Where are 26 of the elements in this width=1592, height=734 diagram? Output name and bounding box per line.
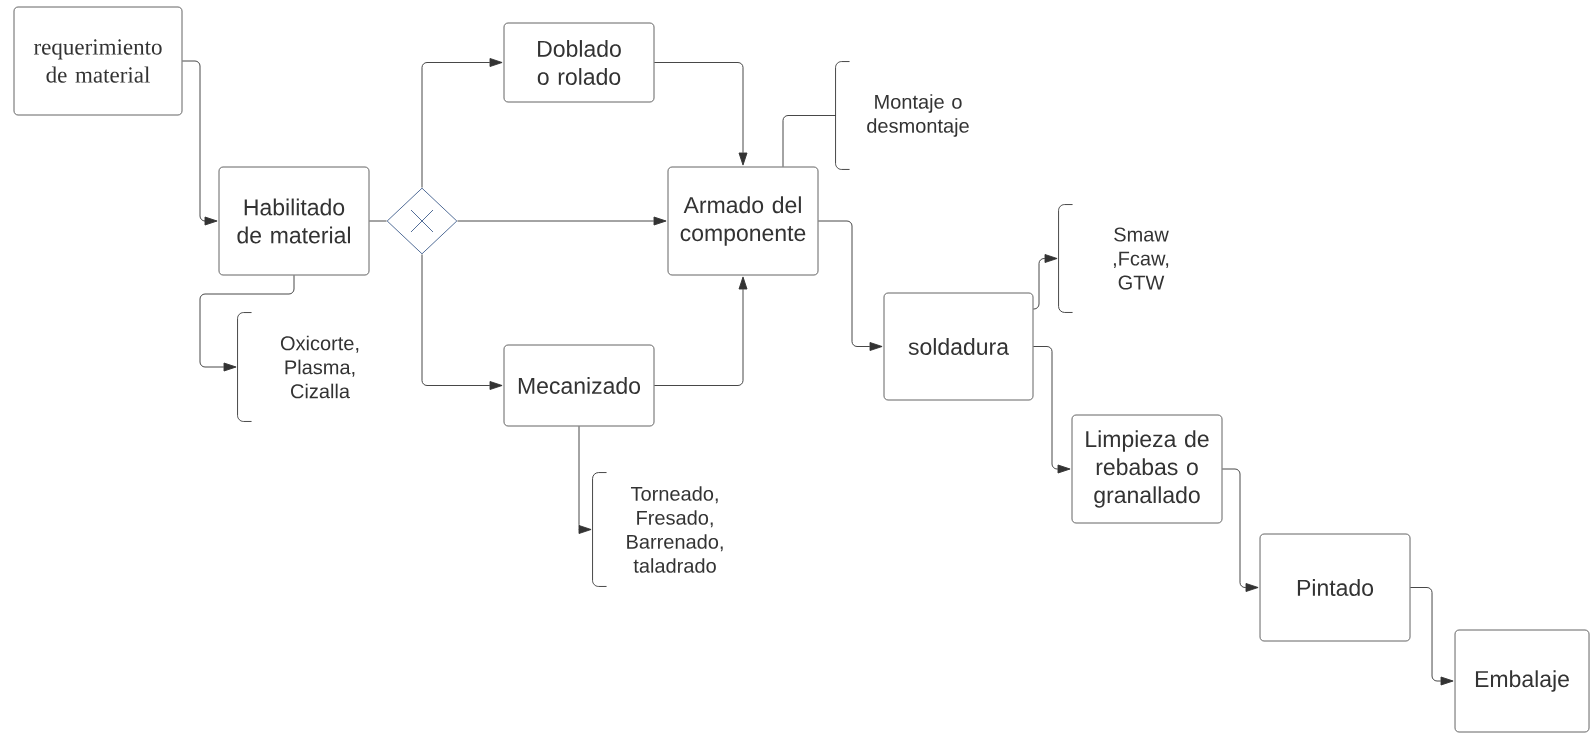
arrow — [1222, 468, 1259, 592]
arrow — [1410, 587, 1454, 686]
arrow — [421, 254, 503, 390]
annotation-bracket: Oxicorte, Plasma, Cizalla — [237, 312, 359, 422]
gateway-diamond — [386, 187, 458, 255]
process-box: Embalaje — [1454, 629, 1590, 733]
annotation-bracket: Montaje o desmontaje — [835, 61, 969, 170]
arrow — [654, 62, 748, 166]
arrow — [818, 220, 883, 351]
process-box: Armado del componente — [667, 166, 819, 276]
arrow — [199, 275, 295, 372]
arrow — [578, 426, 592, 534]
process-box: Mecanizado — [503, 344, 655, 427]
process-box: Doblado o rolado — [503, 22, 655, 103]
arrow — [457, 216, 667, 226]
process-box: Habilitado de material — [218, 166, 370, 276]
process-box: Pintado — [1259, 533, 1411, 642]
arrow — [182, 60, 218, 226]
annotation-bracket: Torneado, Fresado, Barrenado, taladrado — [592, 472, 723, 587]
process-box: requerimiento de material — [13, 6, 183, 116]
process-box: Limpieza de rebabas o granallado — [1071, 414, 1223, 524]
arrow — [421, 58, 503, 188]
process-box: soldadura — [883, 292, 1034, 401]
arrow — [654, 276, 748, 386]
annotation-bracket: Smaw ,Fcaw, GTW — [1058, 204, 1169, 313]
arrow — [1033, 254, 1058, 310]
